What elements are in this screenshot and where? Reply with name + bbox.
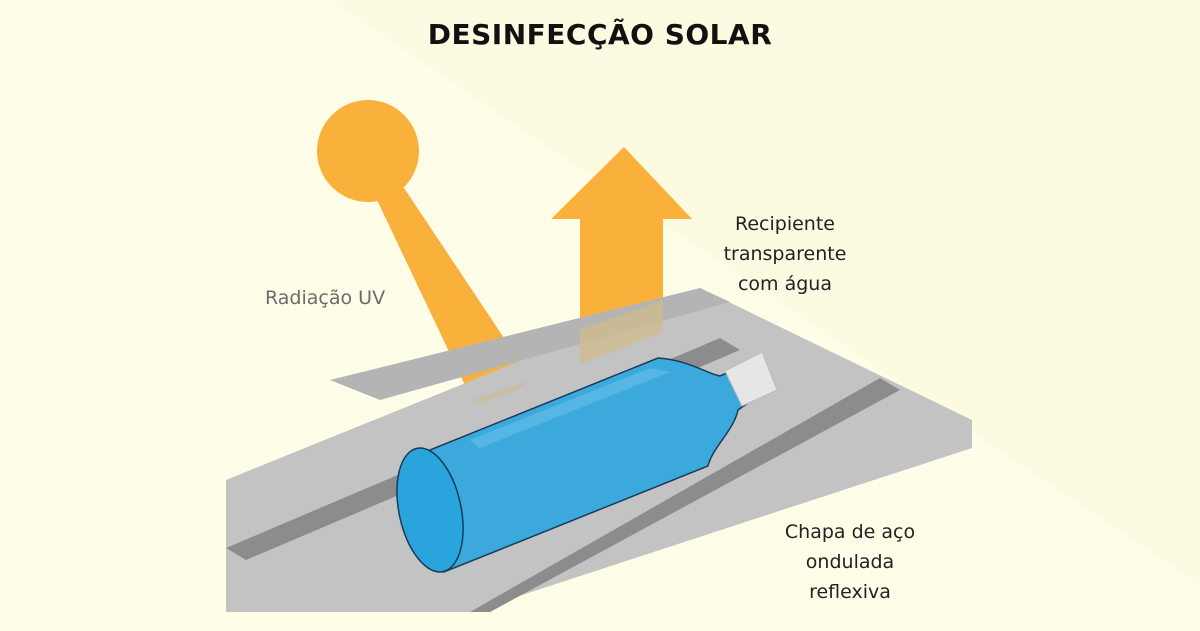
sheet-groove-2	[470, 378, 900, 612]
page-title: DESINFECÇÃO SOLAR	[427, 18, 773, 51]
bottle-cap	[724, 351, 778, 407]
container-label-line: com água	[737, 273, 832, 295]
background-shade	[330, 0, 1200, 585]
steel-sheet-label-line: ondulada	[805, 551, 895, 573]
steel-sheet-label-line: Chapa de aço	[784, 521, 916, 543]
container-label-line: transparente	[723, 243, 847, 265]
steel-sheet-label: Chapa de aço ondulada reflexiva	[765, 517, 935, 607]
ray-overlap	[472, 380, 532, 404]
steel-sheet-label-line: reflexiva	[809, 581, 891, 603]
bottle-base	[396, 447, 464, 573]
bottle-icon	[396, 351, 778, 574]
container-label-line: Recipiente	[735, 213, 835, 235]
sun-disc	[317, 100, 419, 202]
container-label: Recipiente transparente com água	[700, 209, 870, 299]
arrow-overlap	[580, 300, 663, 364]
bottle-highlight	[470, 368, 670, 448]
uv-radiation-label: Radiação UV	[265, 287, 386, 309]
